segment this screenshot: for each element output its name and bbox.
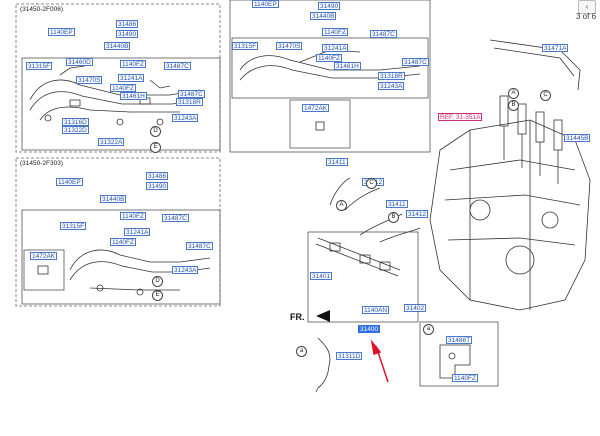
callout-letter-c: C (366, 178, 377, 189)
inset-b-part-label[interactable]: 31486 (146, 172, 169, 180)
inset-a-part-label[interactable]: 31490 (116, 30, 139, 38)
inset-b-part-label[interactable]: 31440B (100, 195, 127, 203)
inset-a-part-label[interactable]: 31318R (176, 98, 203, 106)
inset-c-part-label[interactable]: 31318R (378, 72, 405, 80)
front-label: FR. (290, 312, 305, 322)
inset-a-part-label[interactable]: 31241A (118, 74, 145, 82)
inset-b-part-label[interactable]: 31487C (162, 214, 189, 222)
inset-b-part-label[interactable]: 31241A (124, 228, 151, 236)
inset-a-part-label[interactable]: 31487C (164, 62, 191, 70)
inset-c-part-label[interactable]: 31243A (378, 82, 405, 90)
main-part-label[interactable]: 31411 (386, 200, 408, 208)
inset-a-part-label[interactable]: 31487C (178, 90, 205, 98)
callout-letter-a: A (508, 88, 519, 99)
callout-letter-a: a (296, 346, 307, 357)
inset-a-title: (31450-2F006) (20, 6, 63, 13)
inset-c-part-label[interactable]: 1140FZ (316, 54, 342, 62)
inset-d-part-label[interactable]: 1140FZ (452, 374, 478, 382)
ref-label[interactable]: REF. 31-351A (438, 113, 483, 121)
inset-d-letter: a (423, 324, 434, 335)
inset-c-part-label[interactable]: 31461H (334, 62, 361, 70)
inset-a-part-label[interactable]: 31470S (76, 76, 103, 84)
inset-a-part-label[interactable]: 31440B (104, 42, 131, 50)
main-part-label[interactable]: 31471A (542, 44, 569, 52)
main-part-label[interactable]: 31401 (310, 272, 333, 280)
inset-b-part-label[interactable]: 1140FZ (110, 238, 136, 246)
inset-c-part-label[interactable]: 31470S (276, 42, 303, 50)
inset-c-part-label[interactable]: 31315F (232, 42, 259, 50)
highlighted-part-label[interactable]: 31400 (358, 325, 381, 333)
inset-b-letter-e: E (152, 290, 163, 301)
inset-a-part-label[interactable]: 31461H (120, 92, 147, 100)
inset-a-part-label[interactable]: 31322A (98, 138, 125, 146)
inset-a-part-label[interactable]: 31315F (26, 62, 53, 70)
inset-a-part-label[interactable]: 1140FZ (110, 84, 136, 92)
inset-c-sub-label: 1472AK (302, 104, 330, 112)
inset-a-part-label[interactable]: 1140EP (48, 28, 75, 36)
callout-letter-b: B (388, 212, 399, 223)
inset-b-part-label[interactable]: 31315F (60, 222, 87, 230)
inset-b-title: (31450-2F303) (20, 160, 63, 167)
inset-a-part-label[interactable]: 31316D (62, 118, 89, 126)
inset-c-part-label[interactable]: 31487C (370, 30, 397, 38)
inset-a-part-label[interactable]: 31322D (62, 126, 89, 134)
inset-a-part-label[interactable]: 1140FZ (120, 60, 146, 68)
inset-b-part-label[interactable]: 31243A (172, 266, 199, 274)
main-part-label[interactable]: 31311D (336, 352, 363, 360)
main-part-label[interactable]: 1140AN (362, 306, 390, 314)
callout-letter-b: B (508, 100, 519, 111)
inset-b-sub-label: 1472AK (30, 252, 58, 260)
inset-b-letter-d: D (152, 276, 163, 287)
inset-a-letter-e: E (150, 142, 161, 153)
inset-a-part-label[interactable]: 31460D (66, 58, 93, 66)
inset-c-part-label[interactable]: 31241A (322, 44, 349, 52)
inset-a-part-label[interactable]: 31486 (116, 20, 139, 28)
callout-letter-c: C (540, 90, 551, 101)
inset-b-part-label[interactable]: 31490 (146, 182, 169, 190)
inset-a-part-label[interactable]: 31243A (172, 114, 199, 122)
chevron-left-icon: ‹ (585, 2, 589, 11)
main-part-label[interactable]: 31445B (564, 134, 591, 142)
prev-page-button[interactable]: ‹ (578, 0, 596, 14)
inset-c-part-label[interactable]: 1140FZ (322, 28, 348, 36)
inset-b-part-label[interactable]: 1140EP (56, 178, 83, 186)
inset-c-part-label[interactable]: 31487C (402, 58, 429, 66)
main-part-label[interactable]: 31402 (404, 304, 427, 312)
inset-b-part-label[interactable]: 1140FZ (120, 212, 146, 220)
inset-c-part-label[interactable]: 1140EP (252, 0, 279, 8)
inset-a-letter-d: D (150, 126, 161, 137)
main-part-label[interactable]: 31411 (326, 158, 348, 166)
inset-c-part-label[interactable]: 31490 (318, 2, 341, 10)
callout-letter-a: A (336, 200, 347, 211)
inset-d-part-label[interactable]: 31488T (446, 336, 473, 344)
main-part-label[interactable]: 31412 (406, 210, 429, 218)
inset-c-part-label[interactable]: 31440B (310, 12, 337, 20)
inset-b-part-label[interactable]: 31487C (186, 242, 213, 250)
page-indicator: 3 of 6 (576, 12, 597, 21)
